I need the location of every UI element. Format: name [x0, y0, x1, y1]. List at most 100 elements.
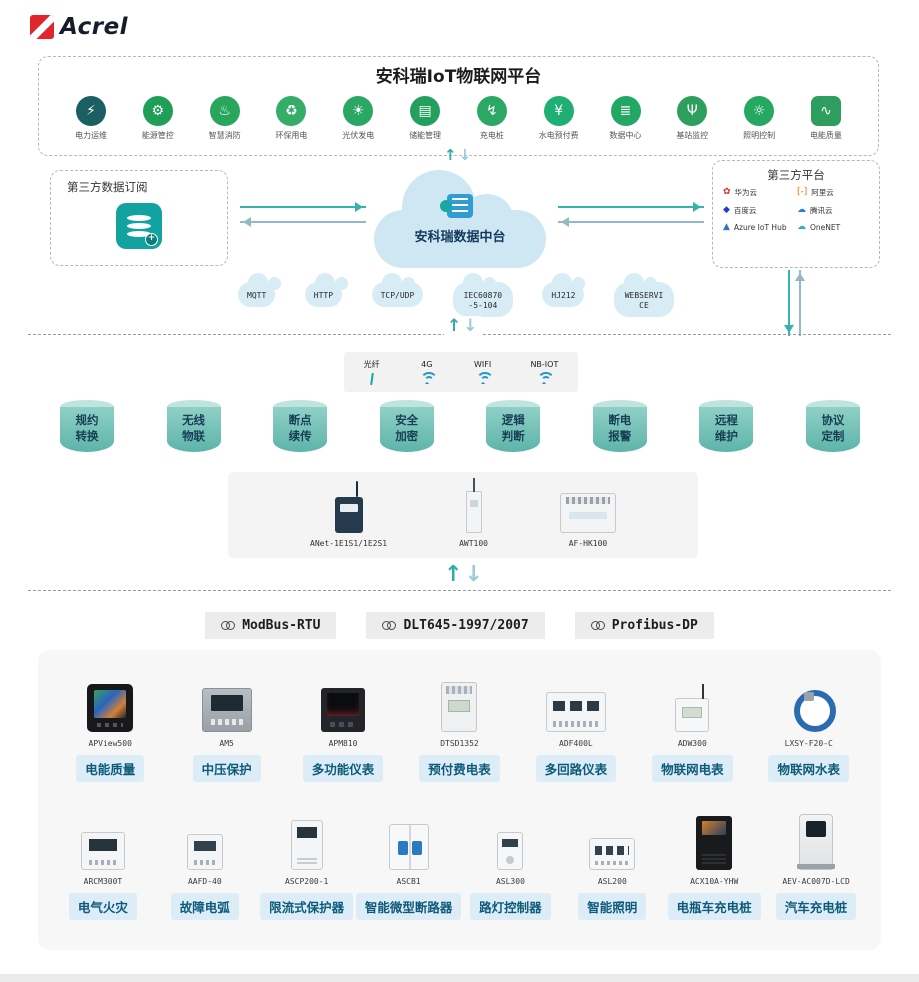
device-model: ASCP200-1 [285, 877, 329, 886]
device-category-chip: 故障电弧 [170, 893, 239, 920]
lighting-control-icon: ☼ [744, 96, 775, 126]
third-party-platform-title: 第三方平台 [767, 168, 825, 182]
device-image [80, 832, 125, 870]
db-disc-icon [127, 223, 151, 229]
app-glyph: ⚡ [86, 103, 96, 119]
vendor-item: ☁ OneNET [797, 223, 869, 233]
device-image-wrap [290, 812, 323, 870]
device-category-chip: 电气火灾 [68, 893, 137, 920]
device-item: ADF400L 多回路仪表 [518, 674, 634, 782]
device-item: ASL300 路灯控制器 [460, 812, 562, 920]
cylinder-body-icon [379, 407, 434, 452]
device-category-chip: 多回路仪表 [535, 755, 617, 782]
vendor-name: OneNET [810, 223, 841, 232]
device-image [441, 682, 478, 732]
device-image-wrap [675, 674, 710, 732]
db-disc-icon [127, 231, 151, 237]
capability-cylinder: 远程维护 [699, 400, 754, 452]
device-image [388, 824, 429, 870]
protocol-cloud: HTTP [304, 273, 349, 307]
db-disc-icon [127, 215, 151, 221]
device-image [545, 692, 606, 732]
app-label: 基站监控 [676, 131, 709, 140]
app-label: 电力运维 [75, 131, 107, 140]
device-image [201, 688, 252, 732]
device-image [497, 832, 524, 870]
device-image-wrap [186, 812, 223, 870]
device-image [696, 816, 733, 870]
app-label: 能源管控 [141, 131, 174, 140]
device-item: ASCB1 智能微型断路器 [355, 812, 462, 920]
capability-cylinder: 规约转换 [60, 400, 114, 452]
protocol-chip: ModBus-RTU [205, 612, 337, 639]
cylinder-body-icon [592, 407, 647, 452]
protocol-cloud-label: HJ212 [551, 291, 576, 300]
prepaid-utility-icon: ¥ [543, 96, 574, 126]
device-category-chip: 中压保护 [192, 755, 261, 782]
device-item: ACX10A-YHW 电瓶车充电桩 [663, 812, 765, 920]
device-item: APM810 多功能仪表 [285, 674, 401, 782]
protocol-cloud-label: IEC60870-5-104 [463, 291, 503, 310]
vendor-name: 腾讯云 [810, 206, 833, 215]
platform-apps-row: ⚡ 电力运维 ⚙ 能源管控 ♨ 智慧消防 ♻ 环保用电 ☀ 光伏发电 ▤ 储能管… [39, 87, 878, 141]
app-label: 充电桩 [479, 131, 504, 140]
device-image-wrap [696, 812, 733, 870]
capability-label: 逻辑判断 [501, 413, 525, 443]
arrow-right-icon [558, 202, 704, 212]
device-model: APView500 [88, 739, 132, 748]
app-label: 环保用电 [275, 131, 308, 140]
device-model: APM810 [328, 739, 358, 748]
up-arrow-icon: ↑ [444, 562, 463, 587]
app-item: ⚙ 能源管控 [130, 96, 186, 141]
devices-row-2: ARCM300T 电气火灾 AAFD-40 故障电弧 ASCP200-1 限流式… [38, 812, 881, 920]
app-glyph: ¥ [554, 103, 564, 119]
protocol-chip-label: ModBus-RTU [242, 618, 321, 633]
devices-row-1: APView500 电能质量 AM5 中压保护 APM810 多功能仪表 DTS… [38, 674, 881, 782]
acrel-logo-icon [30, 15, 54, 39]
subscription-datahub-arrows [240, 202, 366, 227]
power-om-icon: ⚡ [76, 96, 106, 126]
connectivity-item: 光纤 [364, 359, 380, 385]
connectivity-label: 4G [421, 360, 433, 369]
protocol-cloud: MQTT [238, 273, 282, 307]
data-center-icon: ≣ [610, 96, 641, 126]
app-glyph: ⚙ [151, 103, 165, 119]
device-model: ADF400L [559, 739, 593, 748]
cylinder-body-icon [805, 407, 860, 452]
capability-label: 无线物联 [182, 413, 206, 443]
device-image-wrap [797, 812, 836, 870]
app-item: ↯ 充电桩 [464, 96, 520, 141]
gateway-device-image [334, 481, 363, 533]
vendor-name: Azure IoT Hub [733, 223, 787, 232]
device-image-wrap [497, 812, 524, 870]
protocol-cloud: WEBSERVICE [614, 273, 674, 317]
acrel-logo-text: Acrel [60, 14, 129, 40]
device-item: AAFD-40 故障电弧 [154, 812, 256, 920]
down-arrow-icon: ↓ [458, 146, 472, 164]
app-item: ⚡ 电力运维 [63, 96, 119, 141]
baidu-cloud-icon: ◆ [723, 205, 730, 215]
device-image [792, 690, 836, 732]
gateway-item: ANet-1E1S1/1E2S1 [310, 481, 387, 548]
device-item: APView500 电能质量 [52, 674, 168, 782]
protocol-cloud-label: WEBSERVICE [624, 291, 664, 310]
device-image-wrap [792, 674, 836, 732]
gateway-device-image [559, 493, 616, 533]
app-glyph: ☀ [351, 103, 365, 119]
vendor-name: 阿里云 [811, 188, 834, 197]
device-image-wrap [321, 674, 366, 732]
device-item: AM5 中压保护 [168, 674, 284, 782]
device-image [87, 684, 134, 732]
wifi-icon [474, 372, 494, 384]
connectivity-bar: 光纤 4G WIFI NB-IOT [344, 352, 578, 392]
app-label: 电能质量 [809, 131, 842, 140]
app-glyph: ↯ [486, 103, 498, 119]
device-category-chip: 电能质量 [76, 755, 145, 782]
link-icon [382, 621, 397, 630]
power-quality-icon: ∿ [810, 96, 841, 126]
link-icon [590, 621, 605, 630]
capability-label: 安全加密 [395, 413, 419, 443]
device-model: AEV-AC007D-LCD [782, 877, 850, 886]
solar-pv-icon: ☀ [343, 96, 374, 126]
dashed-divider [28, 590, 891, 591]
